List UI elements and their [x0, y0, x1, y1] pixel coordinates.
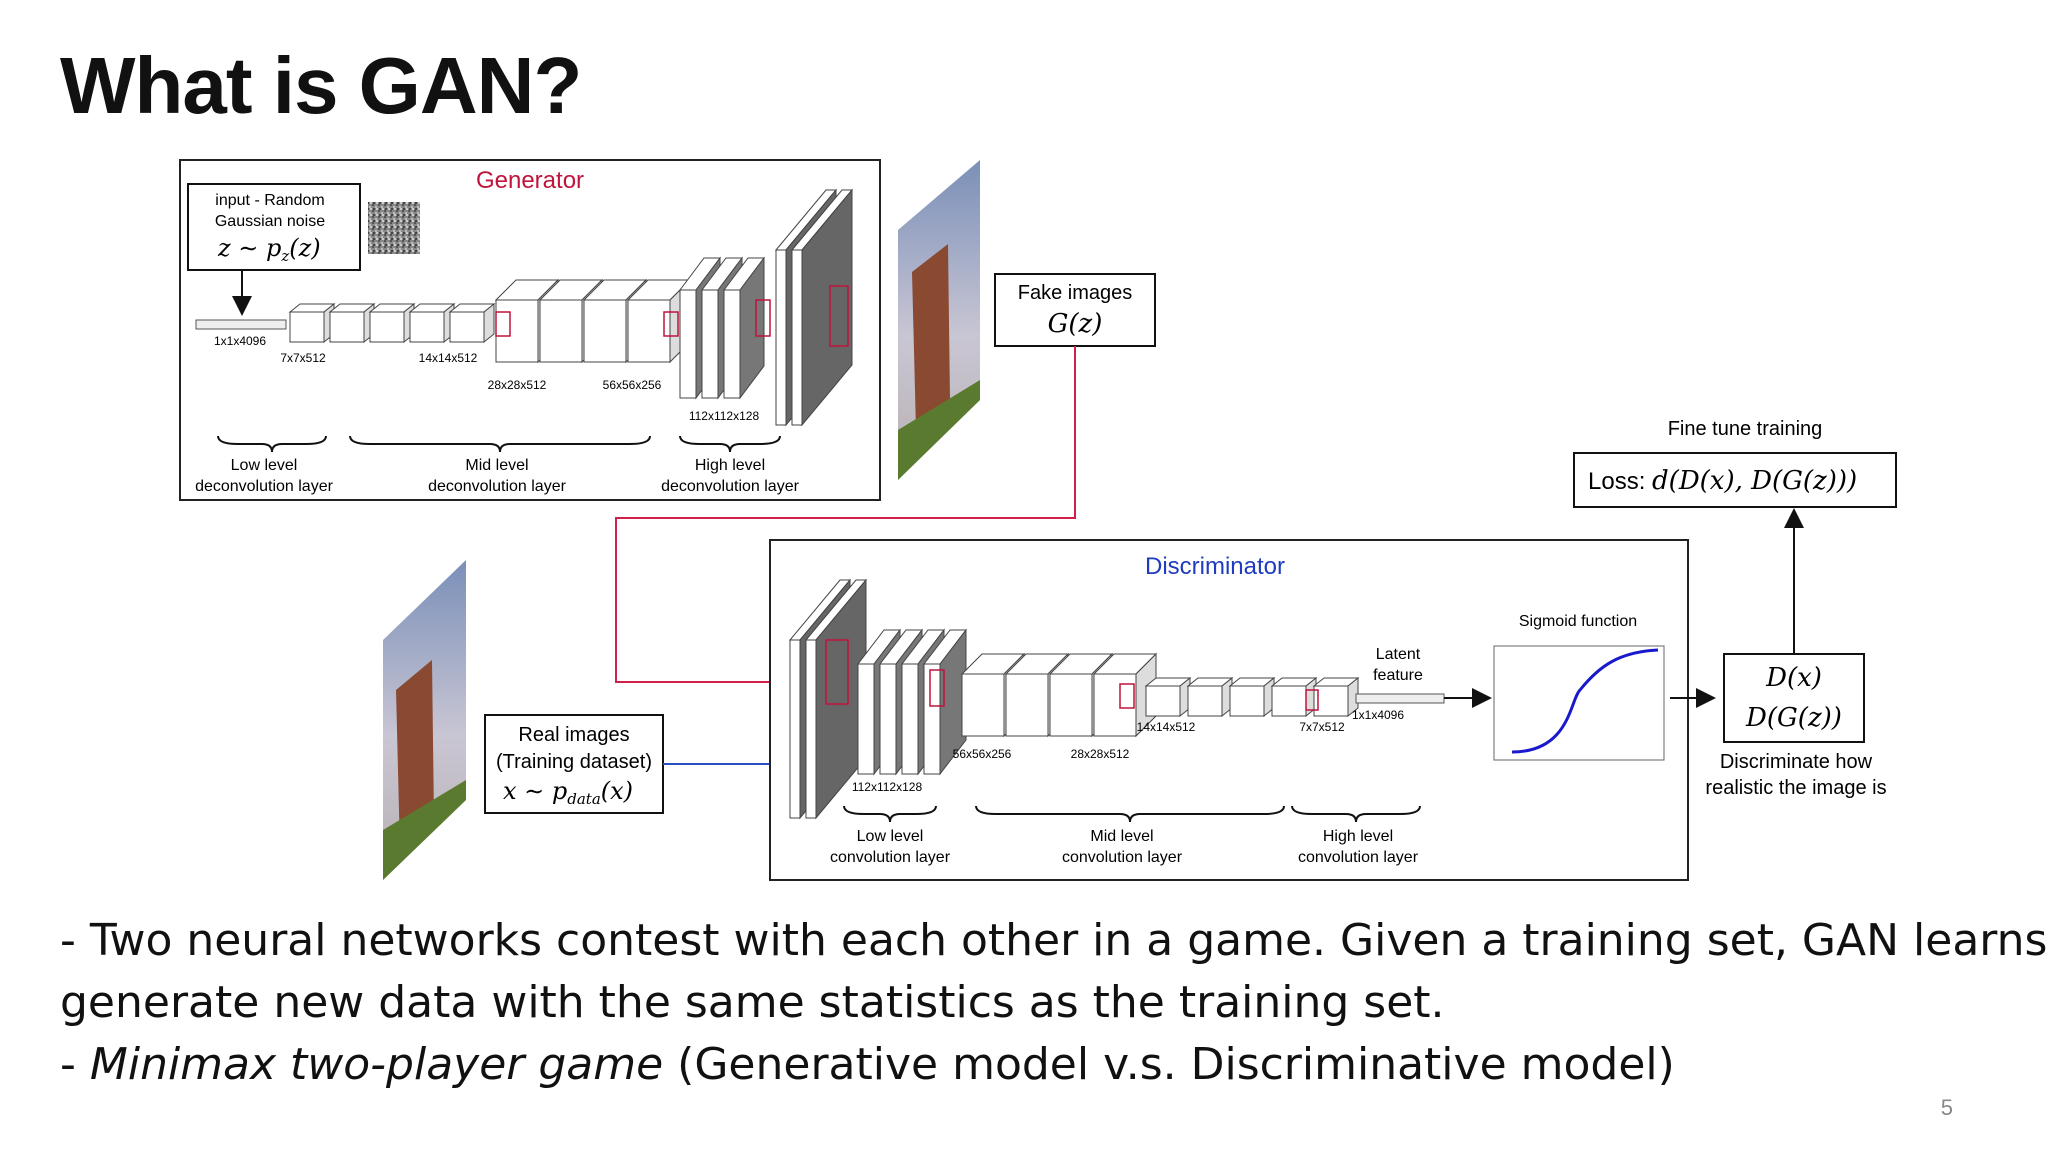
gen-dim-1: 1x1x4096	[214, 334, 266, 348]
gen-blocks-112x112	[774, 188, 854, 427]
bullet-line-2: generate new data with the same statisti…	[60, 977, 1445, 1028]
noise-input-label-2: Gaussian noise	[215, 213, 325, 230]
disc-brace-mid	[975, 805, 1285, 823]
real-images-label-2: (Training dataset)	[496, 751, 652, 773]
slide-bullets: - Two neural networks contest with each …	[60, 910, 2048, 1096]
disc-latent-vector	[1355, 693, 1445, 704]
gen-dim-6: 112x112x128	[689, 409, 760, 423]
gen-dim-2: 7x7x512	[280, 351, 326, 365]
loss-formula: Loss: d(D(x), D(G(z)))	[1588, 466, 1857, 496]
gen-latent-vector	[195, 319, 287, 330]
noise-input-math: z ∼ pz(z)	[217, 234, 321, 265]
disc-brace-high	[1291, 805, 1421, 823]
disc-mid-label-2: convolution layer	[1062, 849, 1183, 866]
gen-mid-label-1: Mid level	[465, 457, 528, 474]
fake-images-label: Fake images	[1018, 282, 1133, 304]
disc-brace-low	[843, 805, 937, 823]
latent-label-2: feature	[1373, 667, 1423, 684]
disc-dim-1: 112x112x128	[852, 780, 923, 794]
disc-high-label-1: High level	[1323, 828, 1393, 845]
disc-high-label-2: convolution layer	[1298, 849, 1419, 866]
real-images-math: x ∼ pdata(x)	[503, 777, 633, 808]
noise-image	[368, 202, 420, 254]
gen-low-label-2: deconvolution layer	[195, 478, 334, 495]
generator-panel: Generator input - Random Gaussian noise …	[179, 159, 881, 501]
disc-blocks-56x56	[856, 628, 968, 776]
disc-low-label-2: convolution layer	[830, 849, 951, 866]
fake-images-box: Fake images G(z)	[994, 273, 1156, 347]
disc-blocks-28x28	[960, 652, 1158, 738]
output-caption-2: realistic the image is	[1705, 777, 1886, 799]
page-number: 5	[1940, 1095, 1953, 1120]
gen-blocks-56x56	[679, 256, 765, 400]
disc-low-label-1: Low level	[857, 828, 924, 845]
fake-to-discriminator-arrow	[615, 346, 1076, 692]
fake-images-math: G(z)	[1048, 309, 1103, 339]
bullet-line-3: - Minimax two-player game (Generative mo…	[60, 1039, 1675, 1090]
gen-high-label-1: High level	[695, 457, 765, 474]
gen-dim-4: 28x28x512	[488, 378, 547, 392]
gen-brace-high	[679, 435, 781, 453]
disc-mid-label-1: Mid level	[1090, 828, 1153, 845]
output-dx: D(x)	[1765, 663, 1822, 693]
real-images-label-1: Real images	[518, 724, 629, 746]
gen-dim-3: 14x14x512	[419, 351, 478, 365]
disc-dim-5: 7x7x512	[1299, 720, 1345, 734]
gen-mid-label-2: deconvolution layer	[428, 478, 567, 495]
gen-kernels	[495, 285, 849, 347]
disc-dim-6: 1x1x4096	[1352, 708, 1404, 722]
disc-dim-3: 28x28x512	[1071, 747, 1130, 761]
gen-blocks-7x7	[288, 302, 496, 344]
loss-box: Fine tune training Loss: d(D(x), D(G(z))…	[1573, 418, 1897, 508]
output-caption-1: Discriminate how	[1720, 751, 1873, 773]
disc-dim-2: 56x56x256	[953, 747, 1012, 761]
slide-title: What is GAN?	[60, 41, 582, 130]
sigmoid-title: Sigmoid function	[1519, 613, 1637, 630]
bullet-italic: Minimax two-player game	[89, 1039, 664, 1090]
disc-kernels	[825, 639, 1319, 711]
disc-blocks-7x7	[1144, 676, 1360, 718]
output-box: D(x) D(G(z)) Discriminate how realistic …	[1705, 653, 1887, 799]
generator-title: Generator	[476, 167, 584, 194]
gen-blocks-28x28	[494, 278, 692, 364]
gen-dim-5: 56x56x256	[603, 378, 662, 392]
gen-brace-low	[217, 435, 327, 453]
latent-label-1: Latent	[1376, 646, 1421, 663]
gan-diagram: Generator input - Random Gaussian noise …	[179, 159, 1897, 881]
generated-image	[898, 160, 980, 480]
output-dgz: D(G(z))	[1745, 703, 1842, 733]
fine-tune-label: Fine tune training	[1668, 418, 1823, 440]
sigmoid-plot-frame	[1493, 645, 1665, 761]
real-images-box: Real images (Training dataset) x ∼ pdata…	[484, 714, 664, 814]
noise-input-box	[187, 183, 361, 271]
gen-high-label-2: deconvolution layer	[661, 478, 800, 495]
gen-brace-mid	[349, 435, 651, 453]
sigmoid-curve	[1511, 648, 1659, 754]
disc-dim-4: 14x14x512	[1137, 720, 1196, 734]
discriminator-title: Discriminator	[1145, 553, 1285, 580]
gen-low-label-1: Low level	[231, 457, 298, 474]
bullet-line-1: - Two neural networks contest with each …	[60, 915, 2048, 966]
real-image	[383, 560, 466, 880]
noise-input-label-1: input - Random	[215, 192, 324, 209]
discriminator-panel: Discriminator	[769, 539, 1716, 881]
